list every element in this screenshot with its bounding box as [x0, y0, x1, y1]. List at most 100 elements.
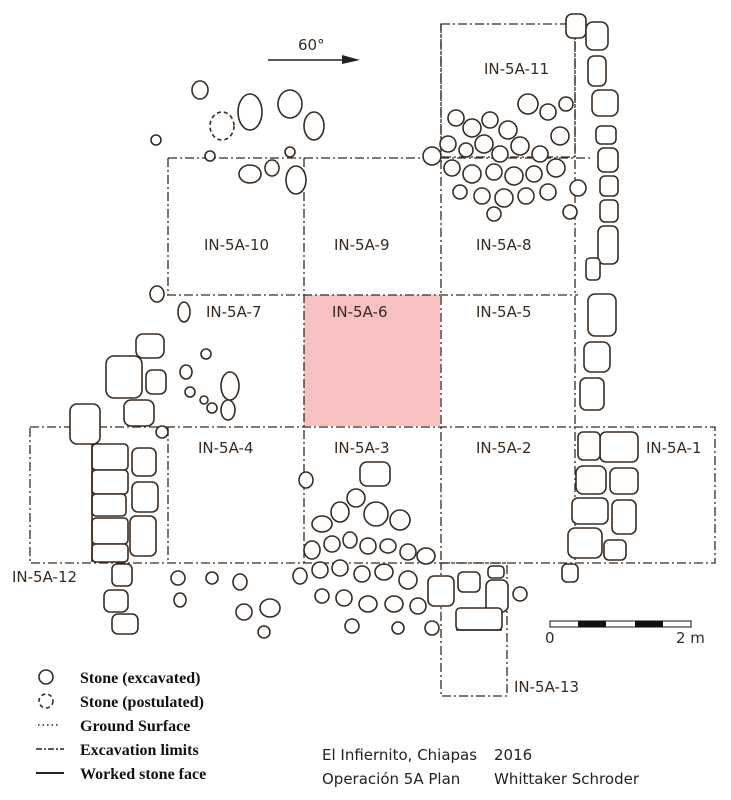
stone [422, 146, 442, 166]
stone [587, 55, 607, 87]
stone [525, 165, 543, 183]
legend: Stone (excavated) Stone (postulated) Gro… [36, 669, 206, 783]
unit-label-12: IN-5A-12 [12, 568, 77, 586]
stone [409, 597, 427, 615]
stone [546, 158, 566, 178]
stone [335, 589, 353, 607]
stone [323, 535, 341, 553]
north-arrow: 60° [268, 36, 360, 64]
stone [155, 425, 169, 439]
stone [599, 431, 639, 463]
stone [494, 188, 514, 208]
stone [199, 395, 209, 405]
stone [384, 595, 404, 613]
stone [565, 13, 587, 39]
stone [474, 134, 494, 154]
stone [314, 588, 330, 604]
stone [173, 592, 187, 608]
stone [235, 603, 253, 621]
stone [562, 204, 578, 220]
stone [91, 469, 129, 495]
stones [69, 13, 639, 639]
stone [599, 199, 619, 223]
stone [363, 501, 389, 527]
legend-ground-surface: Ground Surface [80, 718, 190, 735]
stone [481, 111, 499, 129]
stone [184, 386, 196, 398]
unit-label-13: IN-5A-13 [514, 678, 579, 696]
stone [558, 96, 574, 112]
stone [571, 497, 609, 525]
stone [91, 543, 129, 563]
unit-label-11: IN-5A-11 [484, 60, 549, 78]
stone [583, 341, 611, 373]
unit-label-8: IN-5A-8 [476, 236, 532, 254]
stone [517, 93, 539, 115]
stone [277, 89, 303, 119]
stone [398, 570, 418, 590]
stone [149, 285, 165, 303]
stone [457, 571, 481, 593]
stone [204, 150, 216, 162]
stone [531, 145, 549, 163]
stone [510, 136, 530, 156]
legend-stone-excavated: Stone (excavated) [80, 670, 200, 687]
stone [424, 620, 440, 636]
stone [579, 377, 605, 411]
stone [359, 461, 391, 487]
stone [330, 501, 350, 523]
stone [285, 165, 307, 195]
stone [539, 103, 557, 121]
scale-bar-segment [578, 621, 606, 627]
stone [462, 118, 482, 138]
stone [439, 135, 457, 153]
legend-stone-postulated: Stone (postulated) [80, 694, 204, 711]
stone [485, 163, 503, 181]
stone [145, 369, 167, 395]
stone [200, 348, 212, 360]
stone [512, 586, 528, 602]
credits: El Infiernito, Chiapas Operación 5A Plan… [322, 746, 640, 788]
legend-worked-stone-face: Worked stone face [80, 766, 206, 783]
stone [487, 565, 505, 579]
stone [455, 607, 503, 631]
stone [259, 598, 281, 618]
stone [298, 471, 314, 489]
stone [91, 517, 129, 545]
unit-label-5: IN-5A-5 [476, 303, 532, 321]
legend-stone-postulated-symbol [38, 693, 54, 709]
stone [575, 465, 607, 495]
stone [264, 159, 280, 177]
stone [591, 89, 619, 117]
stone [284, 146, 296, 158]
credit-year: 2016 [494, 746, 532, 764]
stone [374, 563, 394, 581]
stone [170, 570, 186, 586]
north-arrow-head [342, 55, 360, 64]
stone [597, 147, 619, 173]
stone [91, 493, 127, 517]
credit-author: Whittaker Schroder [494, 770, 640, 788]
stone [331, 559, 349, 577]
unit-label-4: IN-5A-4 [198, 439, 254, 457]
unit-label-2: IN-5A-2 [476, 439, 532, 457]
stone [123, 399, 155, 427]
stone [292, 567, 308, 585]
scale-bar-start-label: 0 [545, 629, 555, 647]
stone [491, 145, 509, 163]
stone [359, 537, 377, 555]
stone [458, 142, 474, 158]
stone [111, 613, 139, 635]
stone [232, 573, 248, 591]
unit-label-7: IN-5A-7 [206, 303, 262, 321]
stone [597, 225, 619, 265]
excavation-limits [29, 23, 716, 697]
stone [585, 21, 609, 51]
stone [473, 187, 491, 205]
stone [569, 179, 587, 197]
stone [504, 166, 524, 186]
stone [391, 621, 405, 635]
stone [220, 371, 240, 401]
stone [587, 293, 617, 337]
